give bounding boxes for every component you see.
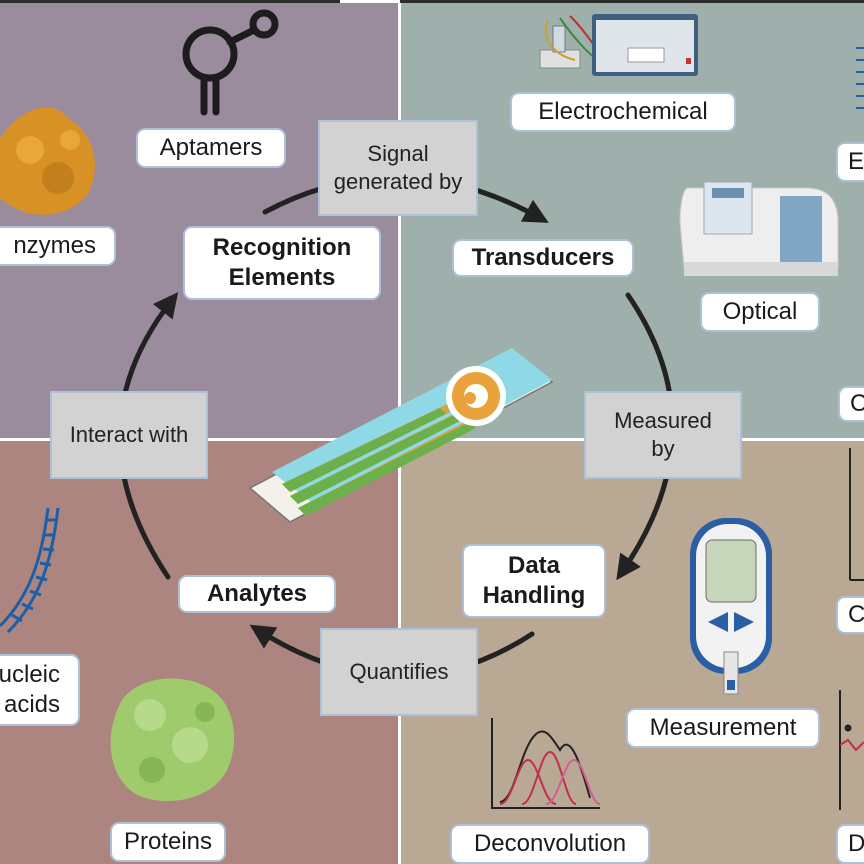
proteins-label: Proteins — [110, 822, 226, 862]
deconvolution-plot-icon — [491, 718, 601, 809]
interact-with-box: Interact with — [50, 391, 208, 479]
transducer-edge-label-1: El — [836, 142, 864, 182]
enzymes-label: nzymes — [0, 226, 116, 266]
data-edge-label-2: D — [836, 824, 864, 864]
spectrophotometer-icon — [679, 181, 839, 276]
protein-icon — [110, 678, 235, 802]
transducers-label: Transducers — [452, 239, 634, 277]
aptamer-icon — [182, 9, 279, 116]
enzyme-icon — [0, 107, 95, 215]
signal-generated-box: Signal generated by — [318, 120, 478, 216]
electrochemical-label: Electrochemical — [510, 92, 736, 132]
test-strip-icon — [248, 348, 554, 523]
measurement-label: Measurement — [626, 708, 820, 748]
nucleic-acid-icon — [0, 507, 60, 634]
data-quadrant — [401, 441, 864, 864]
data-edge-label-1: C — [836, 596, 864, 634]
nucleic-acids-label: ucleic acids — [0, 654, 80, 726]
top-border — [0, 0, 864, 3]
analytes-label: Analytes — [178, 575, 336, 613]
optical-label: Optical — [700, 292, 820, 332]
data-handling-label: Data Handling — [462, 544, 606, 618]
edge-graphics — [839, 47, 864, 810]
aptamers-label: Aptamers — [136, 128, 286, 168]
measured-by-box: Measured by — [584, 391, 742, 479]
electrochemical-workstation-icon — [539, 14, 698, 76]
recognition-elements-label: Recognition Elements — [183, 226, 381, 300]
deconvolution-label: Deconvolution — [450, 824, 650, 864]
transducer-edge-label-2: C — [838, 386, 864, 422]
glucometer-icon — [690, 518, 772, 695]
quantifies-box: Quantifies — [320, 628, 478, 716]
